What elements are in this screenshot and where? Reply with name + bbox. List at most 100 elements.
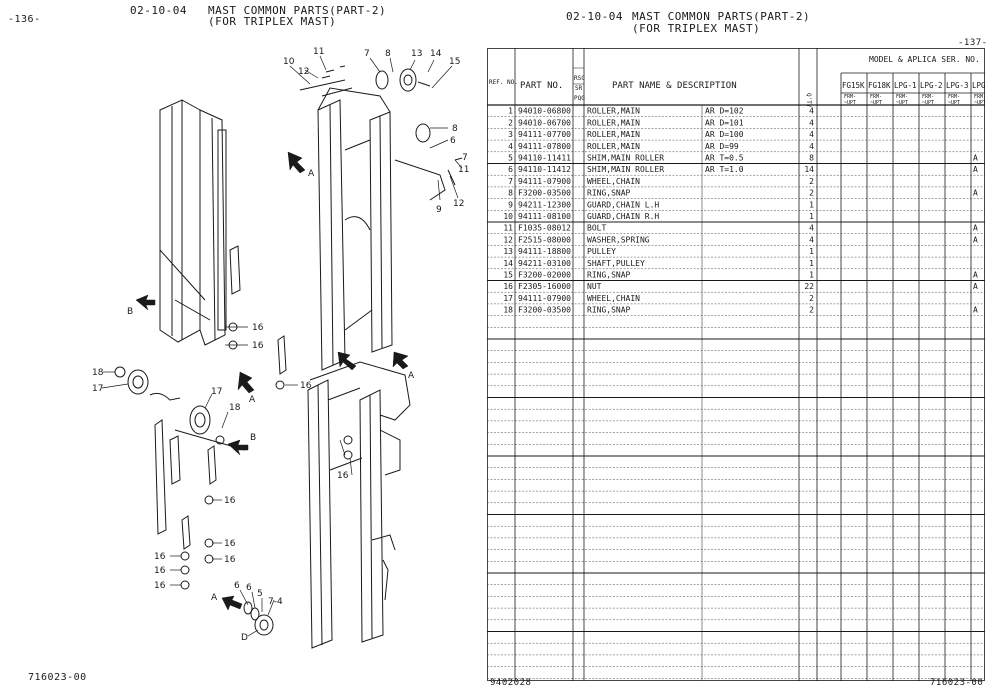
left-footer-code: 716023-00 [28, 672, 87, 683]
ref-no-cell: 14 [503, 259, 513, 268]
callout: 16 [252, 341, 264, 351]
part-no-cell: 94111-07800 [518, 142, 571, 151]
part-name-cell: RING,SNAP [587, 306, 631, 315]
model-column-label: LPG-2 [920, 81, 943, 90]
part-name-cell: RING,SNAP [587, 189, 631, 198]
callout: 16 [154, 566, 166, 576]
callout: 14 [430, 49, 442, 59]
part-name-cell: NUT [587, 282, 602, 291]
qty-cell: 4 [809, 107, 814, 116]
description-cell: AR D=101 [705, 118, 744, 127]
qty-cell: 14 [804, 165, 814, 174]
aplica-mark-cell: A [973, 154, 978, 163]
header-model: MODEL & APLICA SER. NO. [869, 55, 980, 64]
callout: 16 [224, 555, 236, 565]
aplica-mark-cell: A [973, 224, 978, 233]
aplica-mark-cell: A [973, 271, 978, 280]
callout: 16 [337, 471, 349, 481]
callout: 7 [364, 49, 370, 59]
cylinder-parts-left [149, 245, 287, 550]
aplica-mark-cell: A [973, 235, 978, 244]
part-no-cell: 94211-12300 [518, 200, 571, 209]
ref-no-cell: 15 [503, 271, 513, 280]
header-part-no: PART NO. [520, 81, 563, 91]
qty-cell: 8 [809, 154, 814, 163]
callout: 12 [298, 67, 309, 77]
header-ref-no: REF. NO. [489, 79, 518, 86]
part-no-cell: F2515-08000 [518, 235, 571, 244]
description-cell: AR D=99 [705, 142, 739, 151]
part-no-cell: F2305-16000 [518, 282, 571, 291]
part-name-cell: WASHER,SPRING [587, 235, 650, 244]
part-name-cell: WHEEL,CHAIN [587, 177, 640, 186]
callout: 8 [385, 49, 391, 59]
qty-cell: 22 [804, 282, 814, 291]
callout: 6 [234, 581, 240, 591]
callout: 17 [211, 387, 222, 397]
header-sr: SR [575, 85, 583, 92]
part-name-cell: RING,SNAP [587, 271, 631, 280]
callout: 8 [452, 124, 458, 134]
part-name-cell: GUARD,CHAIN L.H [587, 200, 659, 209]
part-no-cell: F3200-03500 [518, 306, 571, 315]
description-cell: AR D=102 [705, 107, 744, 116]
inner-mast-assembly [307, 361, 411, 649]
arrow-B-2 [227, 439, 249, 456]
part-name-cell: GUARD,CHAIN R.H [587, 212, 659, 221]
part-no-cell: 94010-06800 [518, 107, 571, 116]
callout: 13 [411, 49, 422, 59]
left-section-code: 02-10-04 [130, 4, 187, 17]
outer-mast-left-rail [159, 99, 227, 346]
arrow-A-2 [237, 371, 255, 394]
ref-no-cell: 13 [503, 247, 513, 256]
model-sub-label: ~UPT [896, 100, 908, 106]
ref-no-cell: 10 [503, 212, 513, 221]
qty-cell: 2 [809, 177, 814, 186]
leader-lines [101, 55, 463, 637]
arrow-A-1 [287, 151, 306, 174]
right-page-number: -137- [958, 38, 988, 48]
qty-cell: 1 [809, 212, 814, 221]
model-column-label: LPG-4 [972, 81, 985, 90]
qty-cell: 2 [809, 189, 814, 198]
model-sub-label: ~UPT [922, 100, 934, 106]
ref-no-cell: 16 [503, 282, 513, 291]
part-name-cell: BOLT [587, 224, 606, 233]
callout: 16 [300, 381, 312, 391]
right-section-code: 02-10-04 [566, 10, 623, 23]
part-no-cell: F1035-08012 [518, 224, 571, 233]
ref-no-cell: 1 [508, 107, 513, 116]
callout: 11 [313, 47, 324, 57]
right-footer-left: 9402028 [490, 678, 532, 688]
callout: 16 [252, 323, 264, 333]
arrow-label: A [249, 395, 256, 405]
header-qty: Q'TY [805, 93, 812, 108]
rollers [114, 68, 431, 636]
callout: 17 [92, 384, 103, 394]
qty-cell: 4 [809, 235, 814, 244]
qty-cell: 1 [809, 247, 814, 256]
qty-cell: 2 [809, 294, 814, 303]
ref-no-cell: 7 [508, 177, 513, 186]
part-no-cell: 94110-11411 [518, 154, 571, 163]
aplica-mark-cell: A [973, 165, 978, 174]
model-sub-label: FRM- [870, 94, 882, 100]
callout: 15 [449, 57, 460, 67]
callout: 7-4 [268, 597, 283, 607]
left-page-number: -136- [8, 14, 41, 25]
header-rsc: RSC [574, 75, 585, 82]
header-pqg: PQG [574, 95, 585, 102]
qty-cell: 4 [809, 118, 814, 127]
part-name-cell: ROLLER,MAIN [587, 118, 640, 127]
